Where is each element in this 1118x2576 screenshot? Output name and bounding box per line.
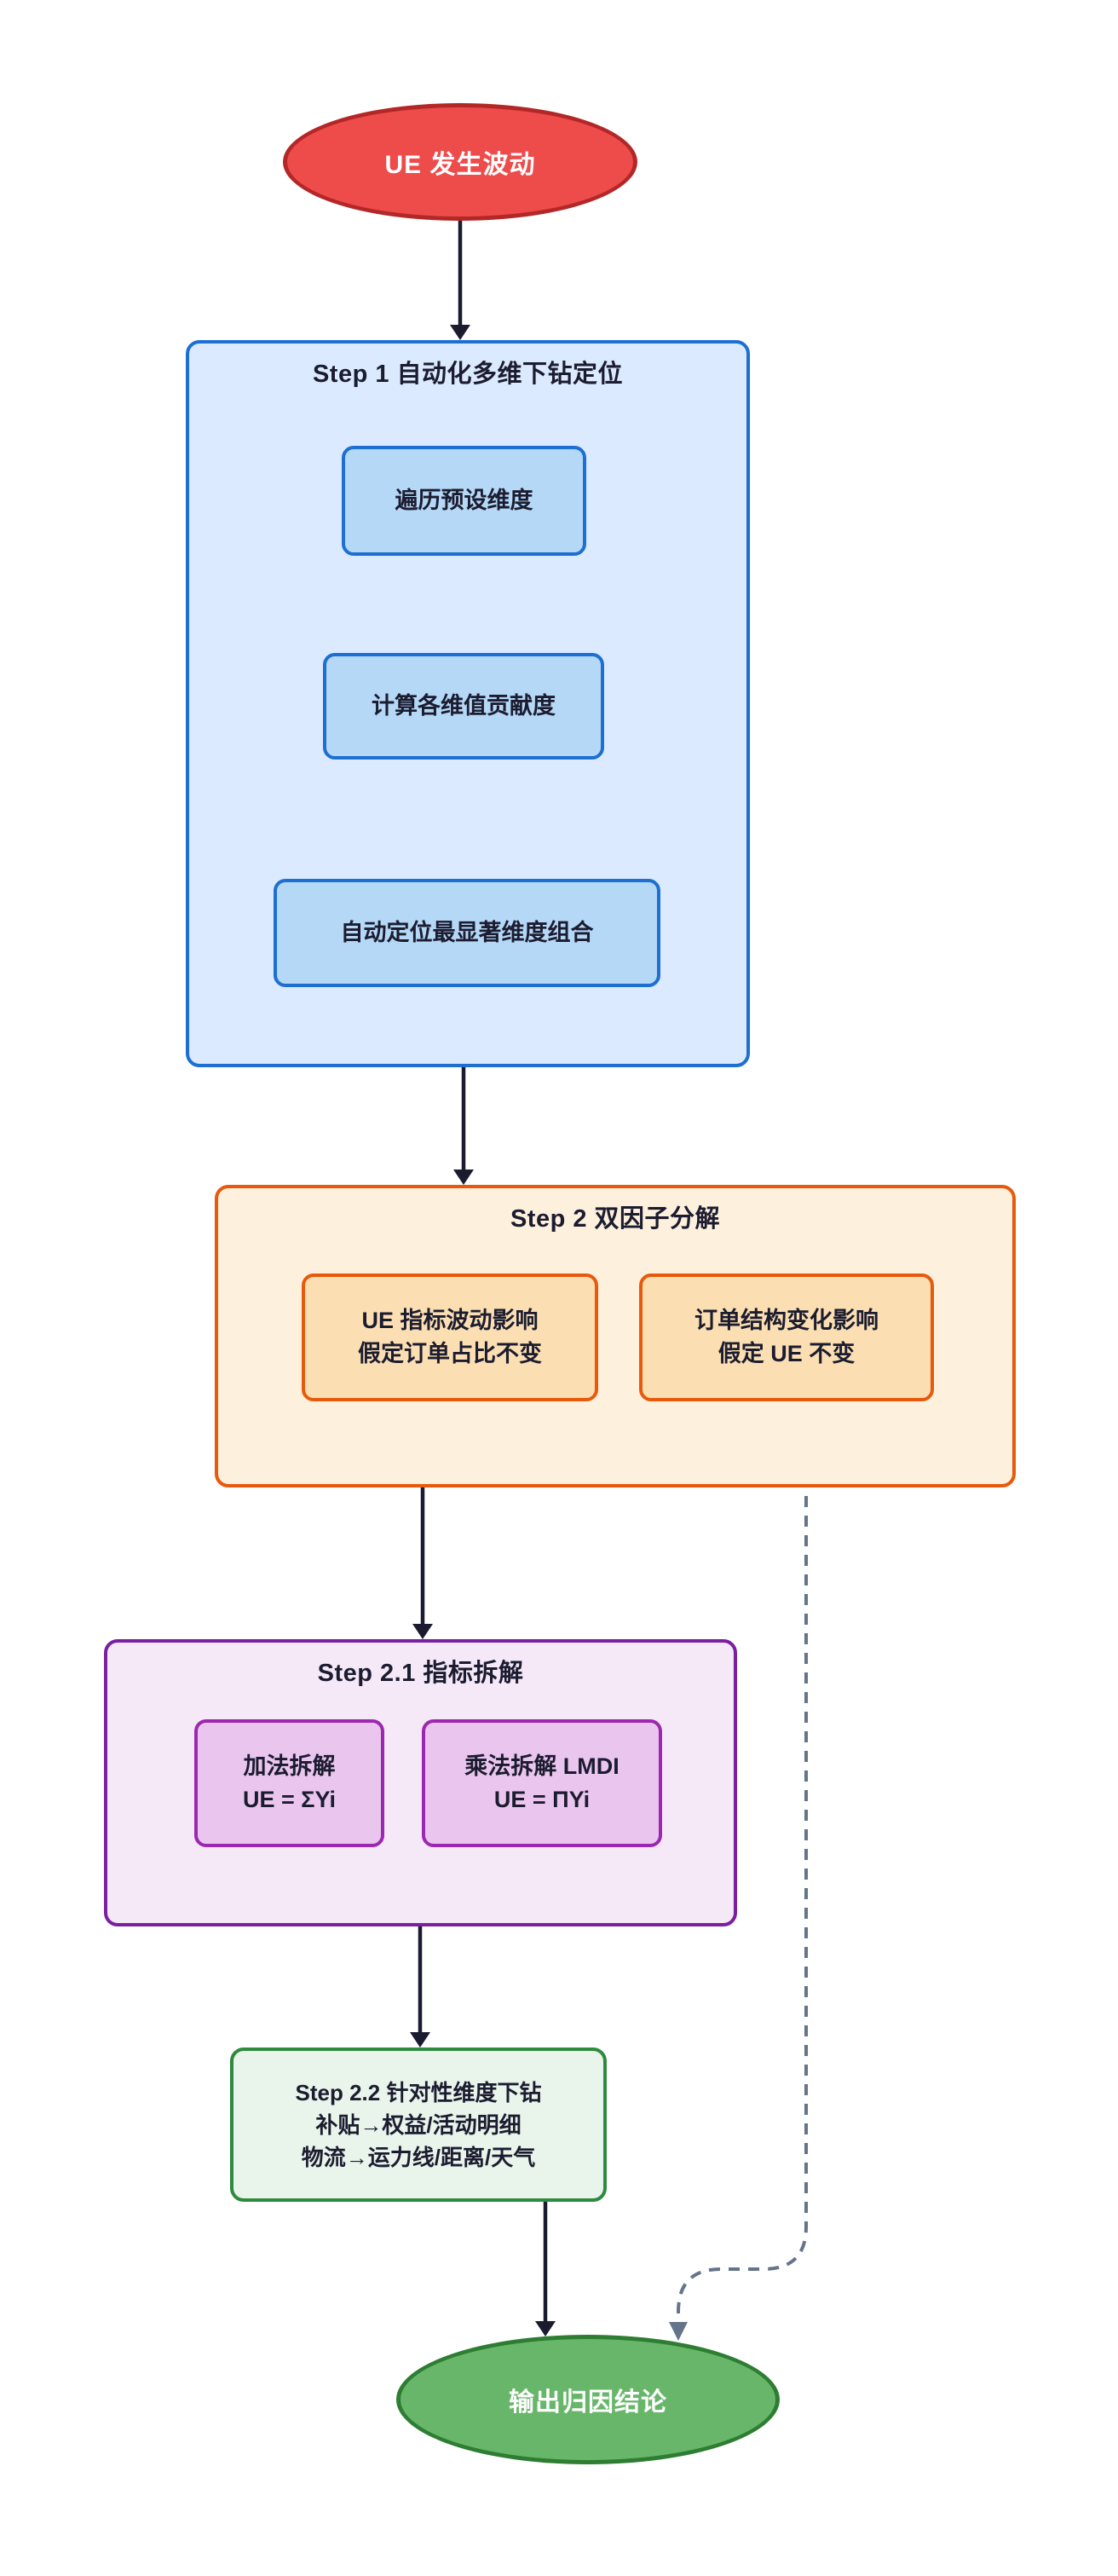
arrowhead-step1-to-step2 [453,1170,474,1185]
node-targeted-drilldown-title-bold: Step 2.2 [295,2079,381,2105]
arrowhead-structureimpact-to-end [669,2322,688,2341]
node-contribution-calc-label: 计算各维值贡献度 [372,693,556,719]
arrowhead-step21-to-step22 [410,2032,430,2048]
container-step21: Step 2.1 指标拆解 加法拆解 UE = ΣYi 乘法拆解 LMDI UE… [104,1639,737,1926]
node-start: UE 发生波动 [283,103,637,221]
node-locate-significant-combo-label: 自动定位最显著维度组合 [340,920,594,945]
node-contribution-calc: 计算各维值贡献度 [323,653,604,760]
node-start-label: UE 发生波动 [384,151,536,179]
node-ue-impact: UE 指标波动影响 假定订单占比不变 [302,1274,598,1401]
node-end: 输出归因结论 [396,2335,780,2464]
node-additive-line1: 加法拆解 [243,1753,336,1779]
node-ue-impact-line1: UE 指标波动影响 [361,1308,539,1333]
node-targeted-drilldown-line2: 补贴→权益/活动明细 [315,2111,522,2138]
arrowhead-start-to-step1 [450,325,470,340]
container-step1: Step 1 自动化多维下钻定位 遍历预设维度 计算各维值贡献度 自动定位最显著… [186,340,750,1067]
node-targeted-drilldown-title: Step 2.2 针对性维度下钻 [296,2076,542,2109]
arrowhead-step22-to-end [535,2321,556,2336]
container-step21-title: Step 2.1 指标拆解 [317,1660,524,1687]
node-multiplicative-decomposition: 乘法拆解 LMDI UE = ΠYi [422,1719,662,1847]
container-step2-title: Step 2 双因子分解 [510,1205,721,1233]
node-targeted-drilldown: Step 2.2 针对性维度下钻 补贴→权益/活动明细 物流→运力线/距离/天气 [230,2048,607,2202]
node-targeted-drilldown-line3: 物流→运力线/距离/天气 [301,2144,536,2170]
node-ue-impact-line2: 假定订单占比不变 [358,1341,542,1366]
node-locate-significant-combo: 自动定位最显著维度组合 [274,879,660,987]
container-step2: Step 2 双因子分解 UE 指标波动影响 假定订单占比不变 订单结构变化影响… [215,1185,1016,1487]
node-additive-formula: UE = ΣYi [243,1787,336,1812]
node-structure-impact-line1: 订单结构变化影响 [694,1308,879,1333]
node-multiplicative-formula: UE = ΠYi [493,1787,591,1812]
node-traverse-dimensions-label: 遍历预设维度 [395,488,533,513]
node-end-label: 输出归因结论 [509,2388,667,2417]
node-multiplicative-line1: 乘法拆解 LMDI [464,1753,620,1779]
node-additive-decomposition: 加法拆解 UE = ΣYi [194,1719,384,1847]
node-traverse-dimensions: 遍历预设维度 [342,446,586,556]
node-targeted-drilldown-title-rest: 针对性维度下钻 [380,2079,542,2105]
node-structure-impact-line2: 假定 UE 不变 [717,1341,856,1366]
container-step1-title: Step 1 自动化多维下钻定位 [312,361,624,388]
arrowhead-ueimpact-to-step21 [412,1624,433,1639]
node-structure-impact: 订单结构变化影响 假定 UE 不变 [639,1274,934,1401]
